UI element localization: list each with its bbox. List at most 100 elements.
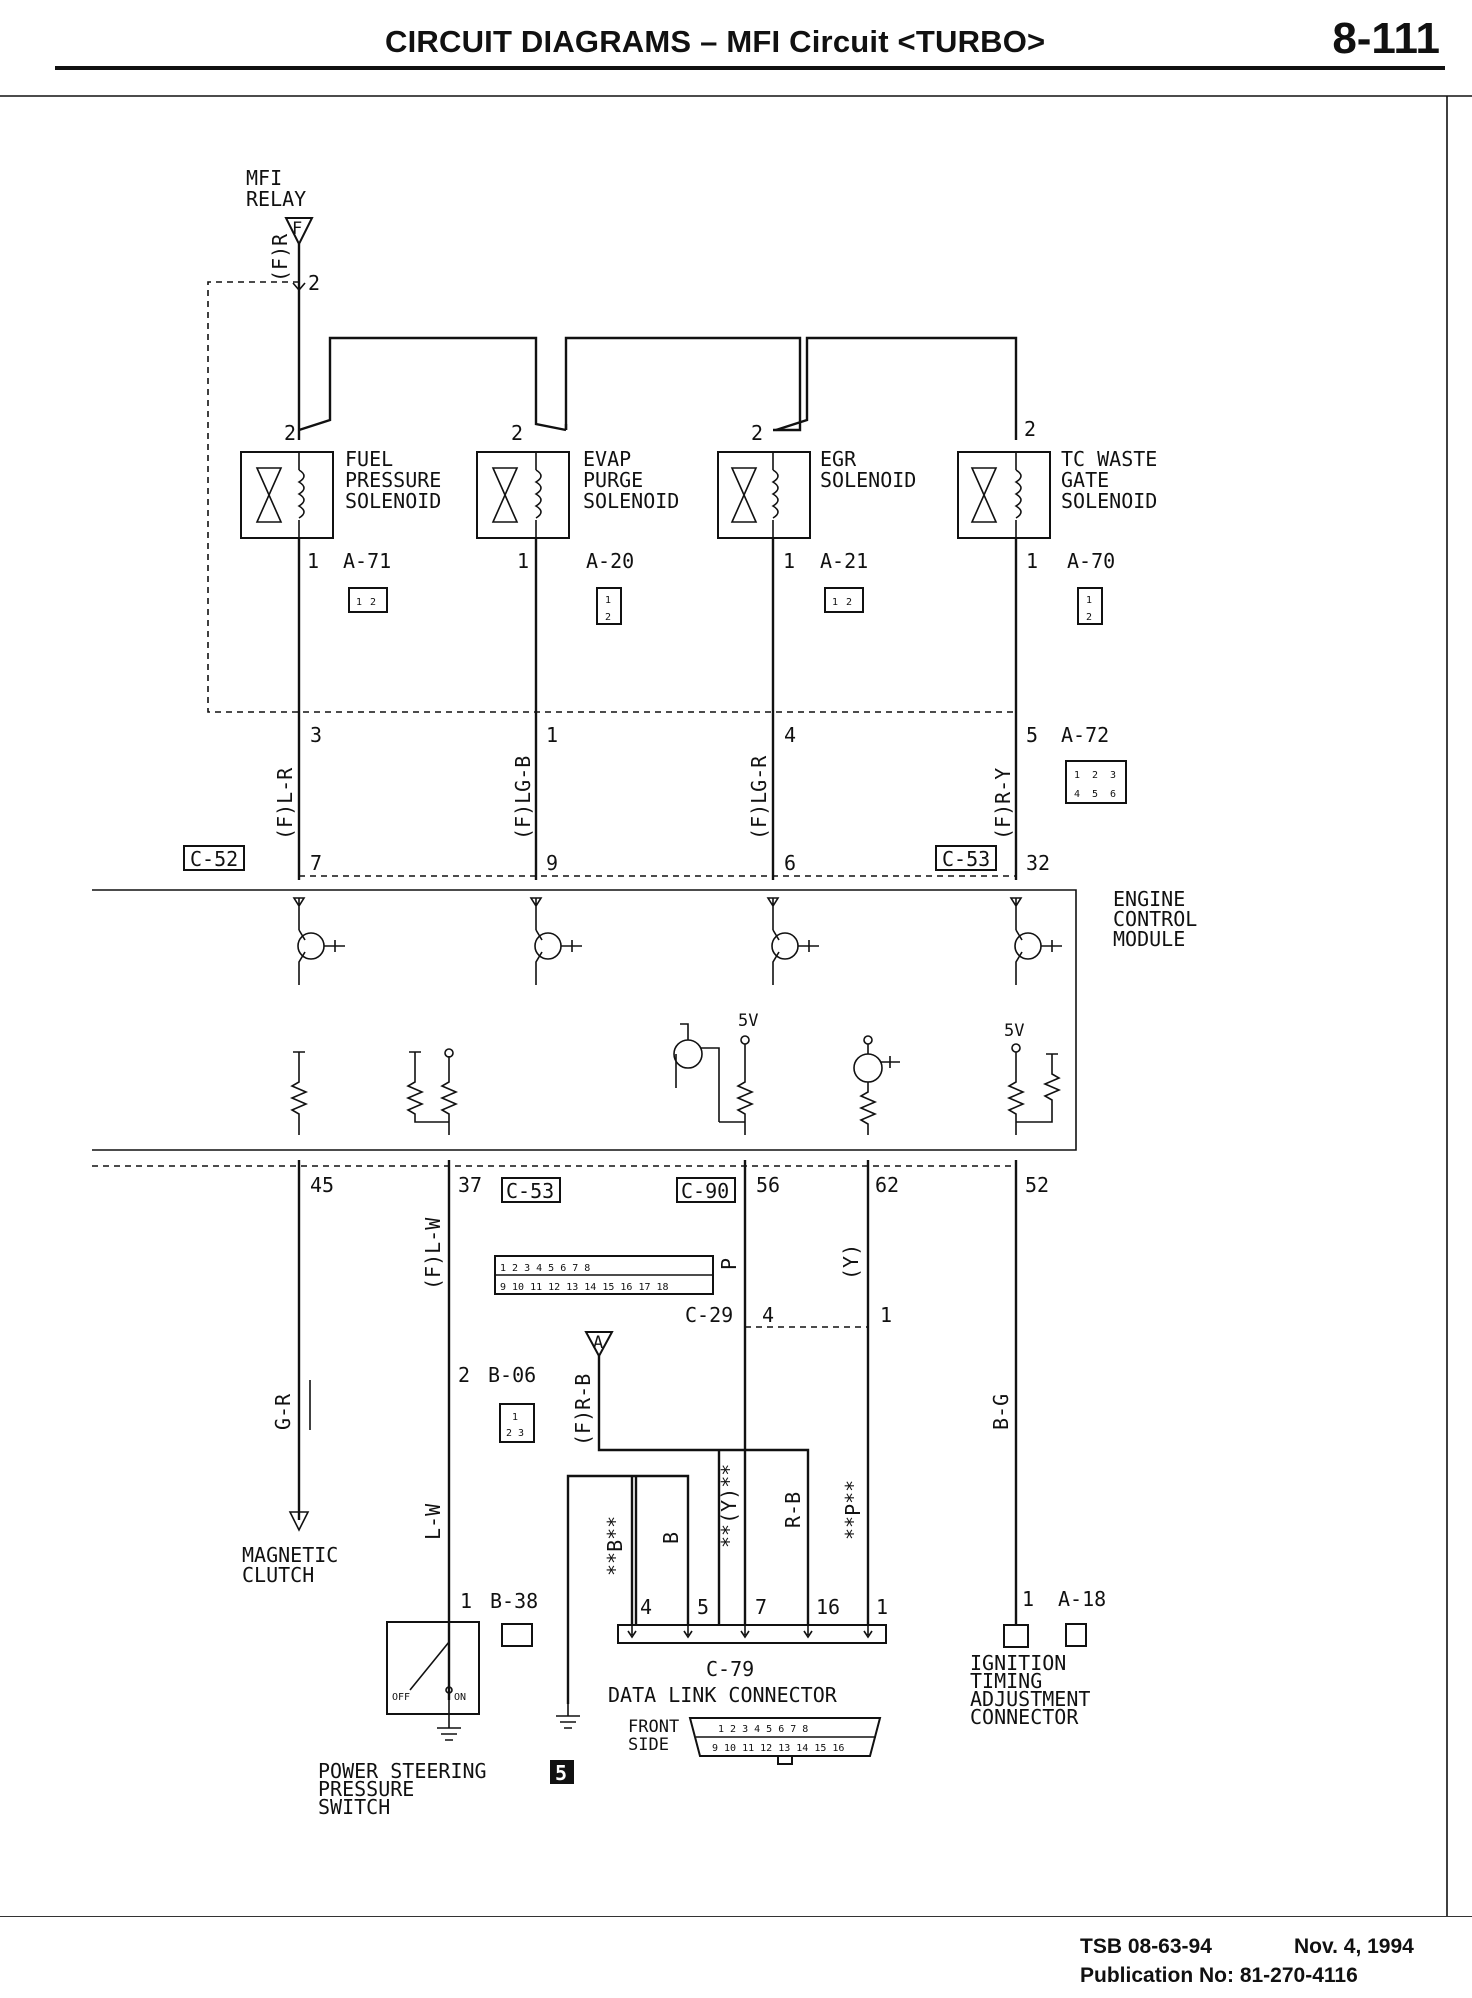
svg-text:OFF: OFF: [392, 1692, 410, 1703]
relay-terminal-icon: [284, 217, 314, 247]
svg-text:A-20: A-20: [586, 549, 634, 573]
ecm-resistors: 5V 5V: [289, 1011, 1062, 1135]
svg-text:9 10 11 12 13 14 15 16 17 18: 9 10 11 12 13 14 15 16 17 18: [500, 1282, 669, 1293]
connector-c90-pinout: 1 2 3 4 5 6 7 8 9 10 11 12 13 14 15 16 1…: [494, 1255, 714, 1295]
magnetic-clutch-label-1: MAGNETIC: [242, 1543, 338, 1567]
wire-label-lgb: (F)LG-B: [511, 756, 535, 840]
svg-text:SOLENOID: SOLENOID: [583, 489, 679, 513]
svg-text:2: 2: [1086, 612, 1092, 623]
svg-text:GATE: GATE: [1061, 468, 1109, 492]
svg-text:5: 5: [1092, 789, 1098, 800]
pin-52: 52: [1025, 1173, 1049, 1197]
pin-1: 1: [546, 723, 558, 747]
ign-connector-body: [1003, 1624, 1029, 1648]
ps-switch-label-3: SWITCH: [318, 1795, 390, 1819]
connector-c90: C-90: [681, 1179, 729, 1203]
b06-pin-2: 2: [458, 1363, 470, 1387]
pin-37: 37: [458, 1173, 482, 1197]
svg-text:4: 4: [1074, 789, 1080, 800]
wire-ground-b: [566, 1474, 690, 1704]
a18-pin-1: 1: [1022, 1587, 1034, 1611]
wire-label-p-star: **P**: [841, 1480, 865, 1540]
connector-a18-icon: [1065, 1623, 1087, 1647]
ecm-pin-7: 7: [310, 851, 322, 875]
svg-text:EGR: EGR: [820, 447, 857, 471]
wire-label-p: P: [717, 1258, 741, 1270]
connector-c53-box-2: [501, 1177, 561, 1203]
connector-c53-top: C-53: [942, 847, 990, 871]
pin-56: 56: [756, 1173, 780, 1197]
wire-label-rb: R-B: [781, 1492, 805, 1528]
svg-text:PRESSURE: PRESSURE: [345, 468, 441, 492]
connector-a72: A-72: [1061, 723, 1109, 747]
svg-text:1 2 3 4 5 6 7 8: 1 2 3 4 5 6 7 8: [718, 1724, 808, 1735]
svg-text:SOLENOID: SOLENOID: [820, 468, 916, 492]
ign-label-1: IGNITION: [970, 1651, 1066, 1675]
relay-label-2: RELAY: [246, 187, 306, 211]
dlc-pin-5: 5: [697, 1595, 709, 1619]
wire-label-y-star: **(Y)**: [717, 1464, 741, 1548]
svg-text:1: 1: [1074, 770, 1080, 781]
svg-text:1: 1: [1026, 549, 1038, 573]
svg-text:2: 2: [284, 421, 296, 445]
dlc-pin-16: 16: [816, 1595, 840, 1619]
dlc-body: [617, 1624, 887, 1644]
ign-label-2: TIMING: [970, 1669, 1042, 1693]
footer-rule: [0, 1916, 1472, 1917]
dlc-pinout: 1 2 3 4 5 6 7 8 9 10 11 12 13 14 15 16: [688, 1717, 882, 1765]
ecm-pin-9: 9: [546, 851, 558, 875]
svg-text:2: 2: [511, 421, 523, 445]
ecm-label-1: ENGINE: [1113, 887, 1185, 911]
footer-date: Nov. 4, 1994: [1294, 1935, 1414, 1958]
svg-text:1 2 3 4 5 6 7 8: 1 2 3 4 5 6 7 8: [500, 1263, 590, 1274]
svg-text:5V: 5V: [1004, 1021, 1024, 1041]
wire-label-y: (Y): [839, 1244, 863, 1280]
c29-pin-4: 4: [762, 1303, 774, 1327]
svg-text:2: 2: [605, 612, 611, 623]
arrow-magnetic-clutch: [288, 1511, 310, 1532]
dlc-pin-1: 1: [876, 1595, 888, 1619]
svg-text:TC WASTE: TC WASTE: [1061, 447, 1157, 471]
ground-badge-box: [550, 1760, 574, 1784]
svg-text:5V: 5V: [738, 1011, 758, 1031]
connector-a18: A-18: [1058, 1587, 1106, 1611]
svg-text:1: 1: [1086, 595, 1092, 606]
svg-text:SOLENOID: SOLENOID: [1061, 489, 1157, 513]
supply-bus-3: [775, 336, 1018, 440]
ecm-transistors: [292, 897, 1062, 985]
svg-text:2: 2: [751, 421, 763, 445]
pin-3: 3: [310, 723, 322, 747]
ecm-pin-32: 32: [1026, 851, 1050, 875]
svg-text:ON: ON: [454, 1692, 466, 1703]
svg-text:1: 1: [832, 597, 838, 608]
solenoid-evap-purge: 2 1 EVAP PURGE SOLENOID A-20 12: [476, 421, 679, 625]
svg-text:9 10 11 12 13 14 15 16: 9 10 11 12 13 14 15 16: [712, 1743, 844, 1754]
wire-label-lgr: (F)LG-R: [747, 755, 771, 840]
ground-badge: 5: [555, 1761, 567, 1785]
relay-pin: 2: [308, 271, 320, 295]
dlc-pin-arrows: [627, 1625, 873, 1639]
ign-label-3: ADJUSTMENT: [970, 1687, 1090, 1711]
dlc-pin-7: 7: [755, 1595, 767, 1619]
wire-label-ry: (F)R-Y: [991, 768, 1015, 840]
dlc-pin-4: 4: [640, 1595, 652, 1619]
connector-c52-box: [183, 845, 245, 871]
wire-label-frb: (F)R-B: [571, 1374, 595, 1446]
ecm-box: [92, 889, 1077, 1151]
svg-text:1: 1: [517, 549, 529, 573]
svg-text:2 3: 2 3: [506, 1428, 524, 1439]
wire-label-flw: (F)L-W: [421, 1217, 445, 1290]
connector-c79: C-79: [706, 1657, 754, 1681]
svg-text:3: 3: [1110, 770, 1116, 781]
header-rule: [55, 66, 1445, 70]
magnetic-clutch-label-2: CLUTCH: [242, 1563, 314, 1587]
svg-text:1: 1: [512, 1412, 518, 1423]
svg-text:2: 2: [1024, 417, 1036, 441]
svg-text:2: 2: [370, 597, 376, 608]
relay-wire: (F)R: [268, 233, 292, 282]
connector-c90-box: [676, 1177, 736, 1203]
svg-text:PURGE: PURGE: [583, 468, 643, 492]
svg-text:FUEL: FUEL: [345, 447, 393, 471]
